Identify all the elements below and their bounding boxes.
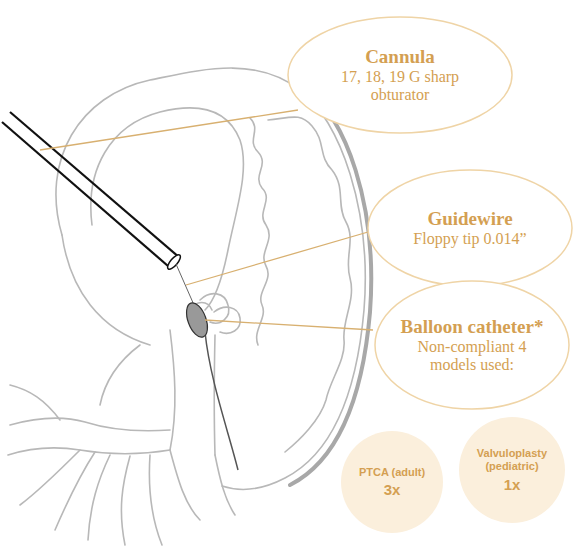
node-heading: Guidewire <box>427 208 512 230</box>
callout-ellipse: Cannula17, 18, 19 G sharp obturator <box>287 16 513 134</box>
node-body: 17, 18, 19 G sharp obturator <box>325 68 475 105</box>
node-body: Floppy tip 0.014” <box>413 230 526 248</box>
count-heading: Valvuloplasty (pediatric) <box>472 447 552 472</box>
callout-ellipse: GuidewireFloppy tip 0.014” <box>367 169 573 287</box>
node-heading: Cannula <box>365 46 435 68</box>
count-heading: PTCA (adult) <box>359 466 425 479</box>
count-value: 3x <box>384 481 401 498</box>
count-value: 1x <box>504 476 521 493</box>
count-circle: PTCA (adult) 3x <box>340 430 444 534</box>
callout-ellipse: Balloon catheter*Non-compliant 4 models … <box>374 280 570 410</box>
node-body: Non-compliant 4 models used: <box>397 338 547 375</box>
node-heading: Balloon catheter* <box>400 316 543 338</box>
count-circle: Valvuloplasty (pediatric) 1x <box>458 416 566 524</box>
